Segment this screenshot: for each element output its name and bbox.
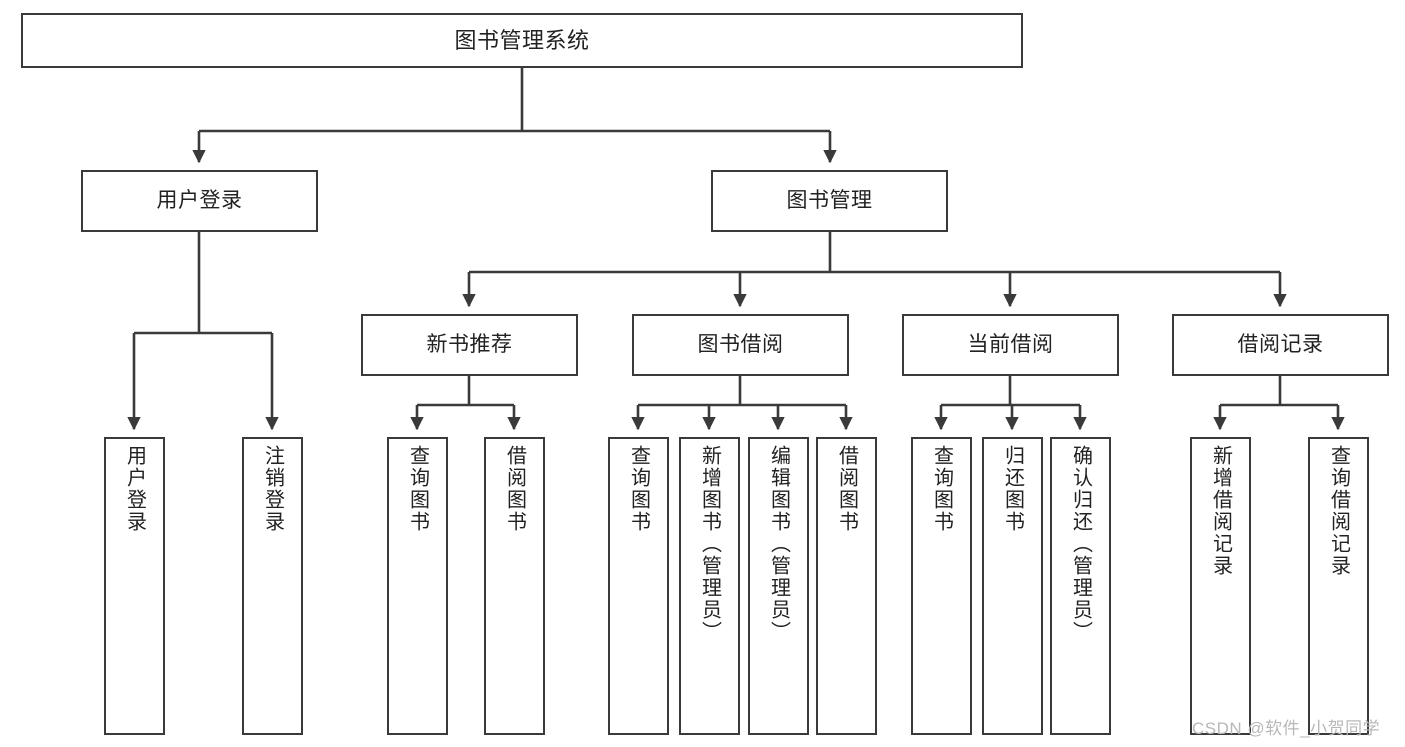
csdn-watermark: CSDN @软件_小贺同学: [1192, 719, 1381, 738]
node-book-management[interactable]: 图书管理: [711, 170, 948, 232]
node-leaf-query-book-2[interactable]: 查询图书: [608, 437, 669, 735]
node-leaf-add-book-admin[interactable]: 新增图书（管理员）: [679, 437, 740, 735]
node-new-book-recommend-label: 新书推荐: [426, 332, 513, 356]
node-leaf-edit-book-admin-label: 编辑图书（管理员）: [767, 445, 790, 643]
node-book-borrow-label: 图书借阅: [697, 332, 784, 356]
node-leaf-query-book-1[interactable]: 查询图书: [387, 437, 448, 735]
node-leaf-user-logout[interactable]: 注销登录: [242, 437, 303, 735]
node-leaf-query-record[interactable]: 查询借阅记录: [1308, 437, 1369, 735]
node-current-borrow-label: 当前借阅: [967, 332, 1054, 356]
node-root[interactable]: 图书管理系统: [21, 13, 1023, 68]
node-leaf-return-book-label: 归还图书: [1001, 445, 1024, 533]
node-leaf-confirm-return[interactable]: 确认归还（管理员）: [1050, 437, 1111, 735]
node-leaf-query-book-2-label: 查询图书: [627, 445, 650, 533]
node-leaf-return-book[interactable]: 归还图书: [982, 437, 1043, 735]
node-leaf-borrow-book-1-label: 借阅图书: [503, 445, 526, 533]
node-borrow-record-label: 借阅记录: [1237, 332, 1324, 356]
node-leaf-borrow-book-1[interactable]: 借阅图书: [484, 437, 545, 735]
node-leaf-borrow-book-2[interactable]: 借阅图书: [816, 437, 877, 735]
node-leaf-user-login[interactable]: 用户登录: [104, 437, 165, 735]
node-leaf-user-login-label: 用户登录: [123, 445, 146, 533]
node-leaf-query-record-label: 查询借阅记录: [1327, 445, 1350, 577]
node-leaf-query-book-3-label: 查询图书: [930, 445, 953, 533]
node-leaf-confirm-return-label: 确认归还（管理员）: [1069, 445, 1092, 643]
node-borrow-record[interactable]: 借阅记录: [1172, 314, 1389, 376]
node-leaf-add-record[interactable]: 新增借阅记录: [1190, 437, 1251, 735]
node-leaf-add-record-label: 新增借阅记录: [1209, 445, 1232, 577]
node-leaf-query-book-3[interactable]: 查询图书: [911, 437, 972, 735]
node-user-login-label: 用户登录: [156, 188, 243, 212]
node-new-book-recommend[interactable]: 新书推荐: [361, 314, 578, 376]
node-leaf-user-logout-label: 注销登录: [261, 445, 284, 533]
node-leaf-borrow-book-2-label: 借阅图书: [835, 445, 858, 533]
node-leaf-edit-book-admin[interactable]: 编辑图书（管理员）: [748, 437, 809, 735]
node-current-borrow[interactable]: 当前借阅: [902, 314, 1119, 376]
node-leaf-add-book-admin-label: 新增图书（管理员）: [698, 445, 721, 643]
node-book-management-label: 图书管理: [786, 188, 873, 212]
node-book-borrow[interactable]: 图书借阅: [632, 314, 849, 376]
node-leaf-query-book-1-label: 查询图书: [406, 445, 429, 533]
node-root-label: 图书管理系统: [454, 27, 590, 53]
node-user-login[interactable]: 用户登录: [81, 170, 318, 232]
